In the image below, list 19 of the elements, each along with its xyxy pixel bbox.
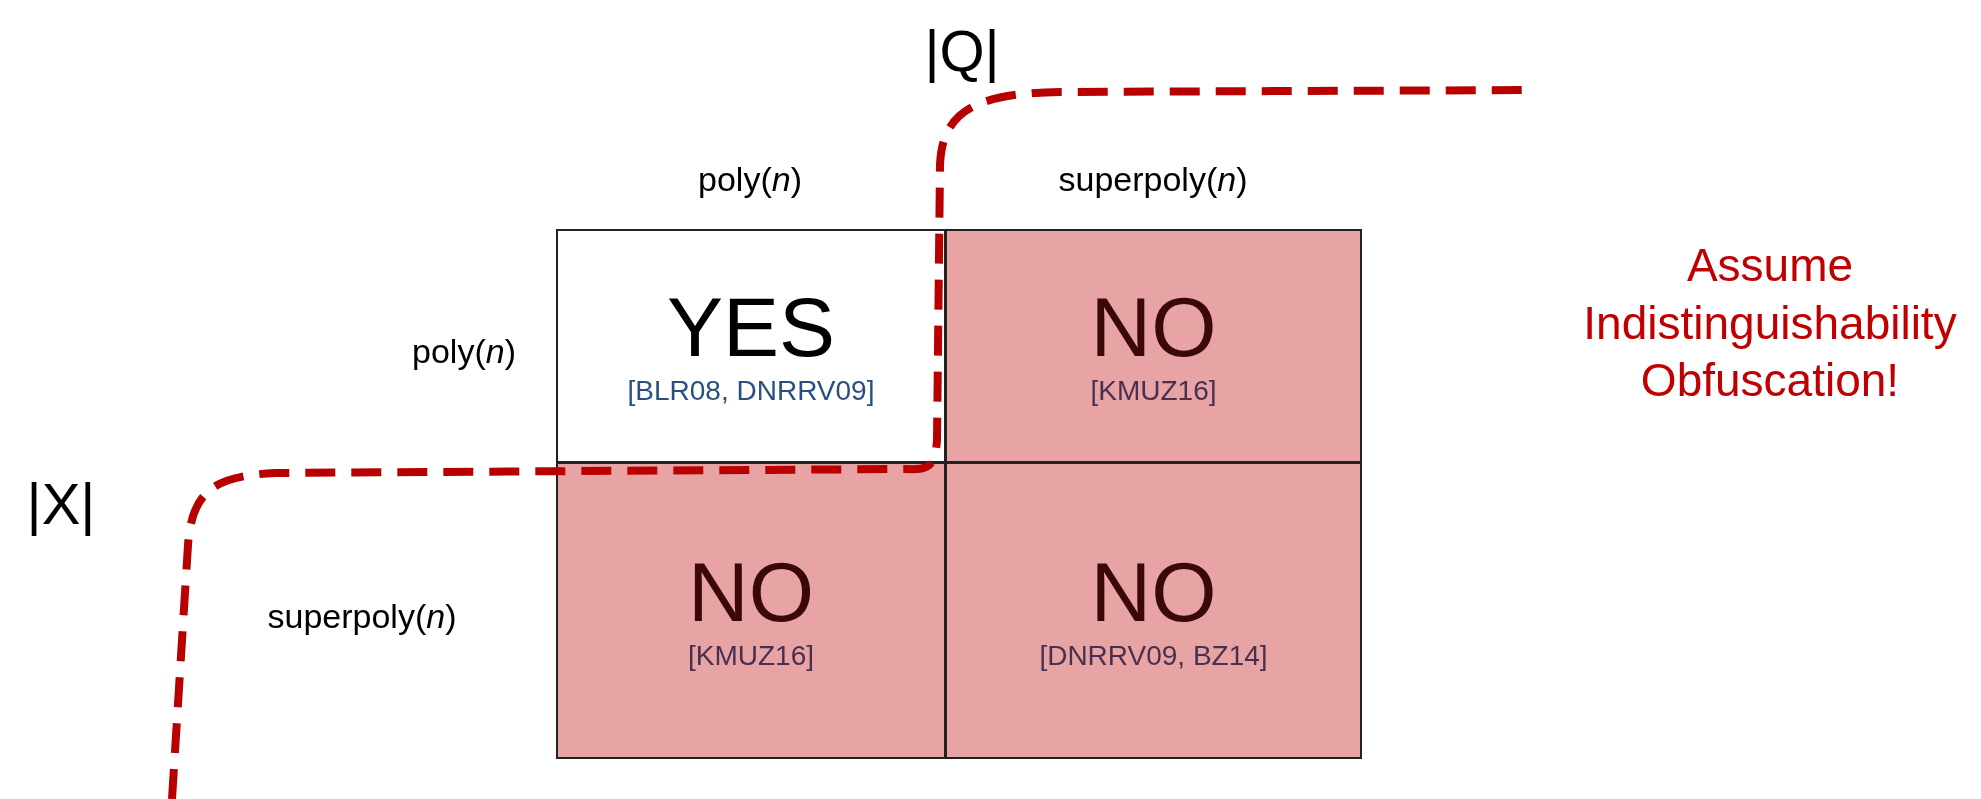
citation: [KMUZ16] — [1090, 375, 1217, 407]
column-header: poly(n) — [698, 159, 802, 199]
axis-label: |X| — [26, 469, 96, 537]
cell-verdict: NO — [1090, 285, 1217, 369]
axis-label: |Q| — [924, 16, 1000, 84]
row-header: poly(n) — [412, 331, 516, 371]
table-cell — [556, 462, 946, 759]
table-cell — [945, 229, 1362, 463]
row-header: superpoly(n) — [267, 596, 457, 636]
citation: [KMUZ16] — [688, 639, 814, 672]
column-header: superpoly(n) — [1058, 159, 1248, 199]
citation: [BLR08, DNRRV09] — [627, 375, 875, 407]
cell-verdict: YES — [666, 285, 836, 369]
cell-verdict: NO — [1090, 549, 1217, 634]
citation: [DNRRV09, BZ14] — [1039, 639, 1268, 672]
note: Assume Indistinguishability Obfuscation! — [1582, 237, 1958, 408]
table-cell — [945, 462, 1362, 759]
cell-verdict: NO — [688, 549, 814, 634]
table-cell — [556, 229, 946, 463]
